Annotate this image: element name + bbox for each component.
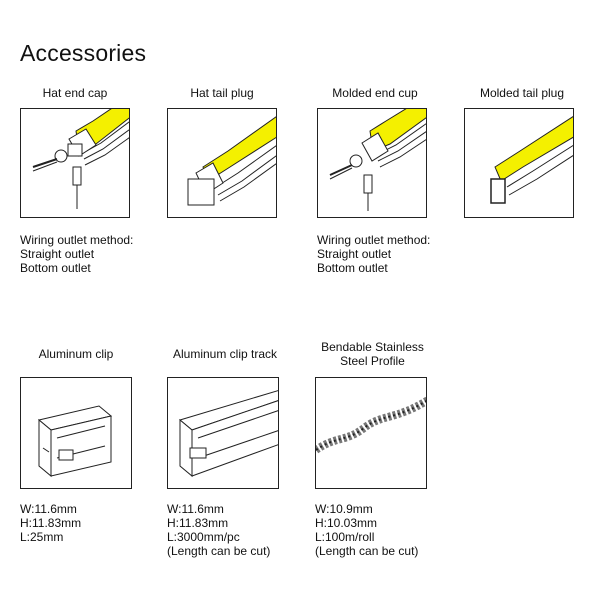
caption-aluminum-clip-track: Aluminum clip track: [172, 347, 278, 361]
spec-line: H:10.03mm: [315, 516, 378, 530]
spec-line: W:11.6mm: [20, 502, 77, 516]
spec-line: Wiring outlet method:: [20, 233, 134, 247]
aluminum-clip-track-diagram: [167, 377, 279, 489]
page-title: Accessories: [20, 40, 147, 66]
caption-line: Bendable Stainless: [321, 340, 424, 354]
caption-line: Steel Profile: [340, 354, 405, 368]
caption-hat-tail-plug: Hat tail plug: [190, 86, 254, 100]
spec-line: L:3000mm/pc: [167, 530, 240, 544]
spec-aluminum-clip: W:11.6mm H:11.83mm L:25mm: [20, 502, 81, 544]
spec-line: L:100m/roll: [315, 530, 375, 544]
spec-line: Wiring outlet method:: [317, 233, 431, 247]
molded-end-cup-diagram: [317, 108, 427, 218]
hat-tail-plug-diagram: [167, 108, 277, 218]
molded-tail-plug-diagram: [464, 108, 574, 218]
spec-line: H:11.83mm: [20, 516, 82, 530]
caption-molded-end-cup: Molded end cup: [332, 86, 418, 100]
aluminum-clip-diagram: [20, 377, 132, 489]
spec-line: W:11.6mm: [167, 502, 224, 516]
spec-line: L:25mm: [20, 530, 64, 544]
spec-line: W:10.9mm: [315, 502, 373, 516]
spec-line: Bottom outlet: [317, 261, 388, 275]
spec-line: Straight outlet: [20, 247, 95, 261]
spec-steel-profile: W:10.9mm H:10.03mm L:100m/roll (Length c…: [315, 502, 418, 558]
caption-bendable-profile: Bendable Stainless Steel Profile: [300, 340, 445, 368]
hat-end-cap-diagram: [20, 108, 130, 218]
caption-aluminum-clip: Aluminum clip: [38, 347, 114, 361]
steel-profile-diagram: [315, 377, 427, 489]
spec-aluminum-clip-track: W:11.6mm H:11.83mm L:3000mm/pc (Length c…: [167, 502, 270, 558]
spec-line: (Length can be cut): [315, 544, 419, 558]
caption-hat-end-cap: Hat end cap: [42, 86, 108, 100]
caption-molded-tail-plug: Molded tail plug: [479, 86, 565, 100]
spec-hat-end-cap: Wiring outlet method: Straight outlet Bo…: [20, 233, 133, 275]
spec-line: Bottom outlet: [20, 261, 91, 275]
spec-line: Straight outlet: [317, 247, 392, 261]
spec-molded-end-cup: Wiring outlet method: Straight outlet Bo…: [317, 233, 430, 275]
spec-line: H:11.83mm: [167, 516, 229, 530]
spec-line: (Length can be cut): [167, 544, 271, 558]
